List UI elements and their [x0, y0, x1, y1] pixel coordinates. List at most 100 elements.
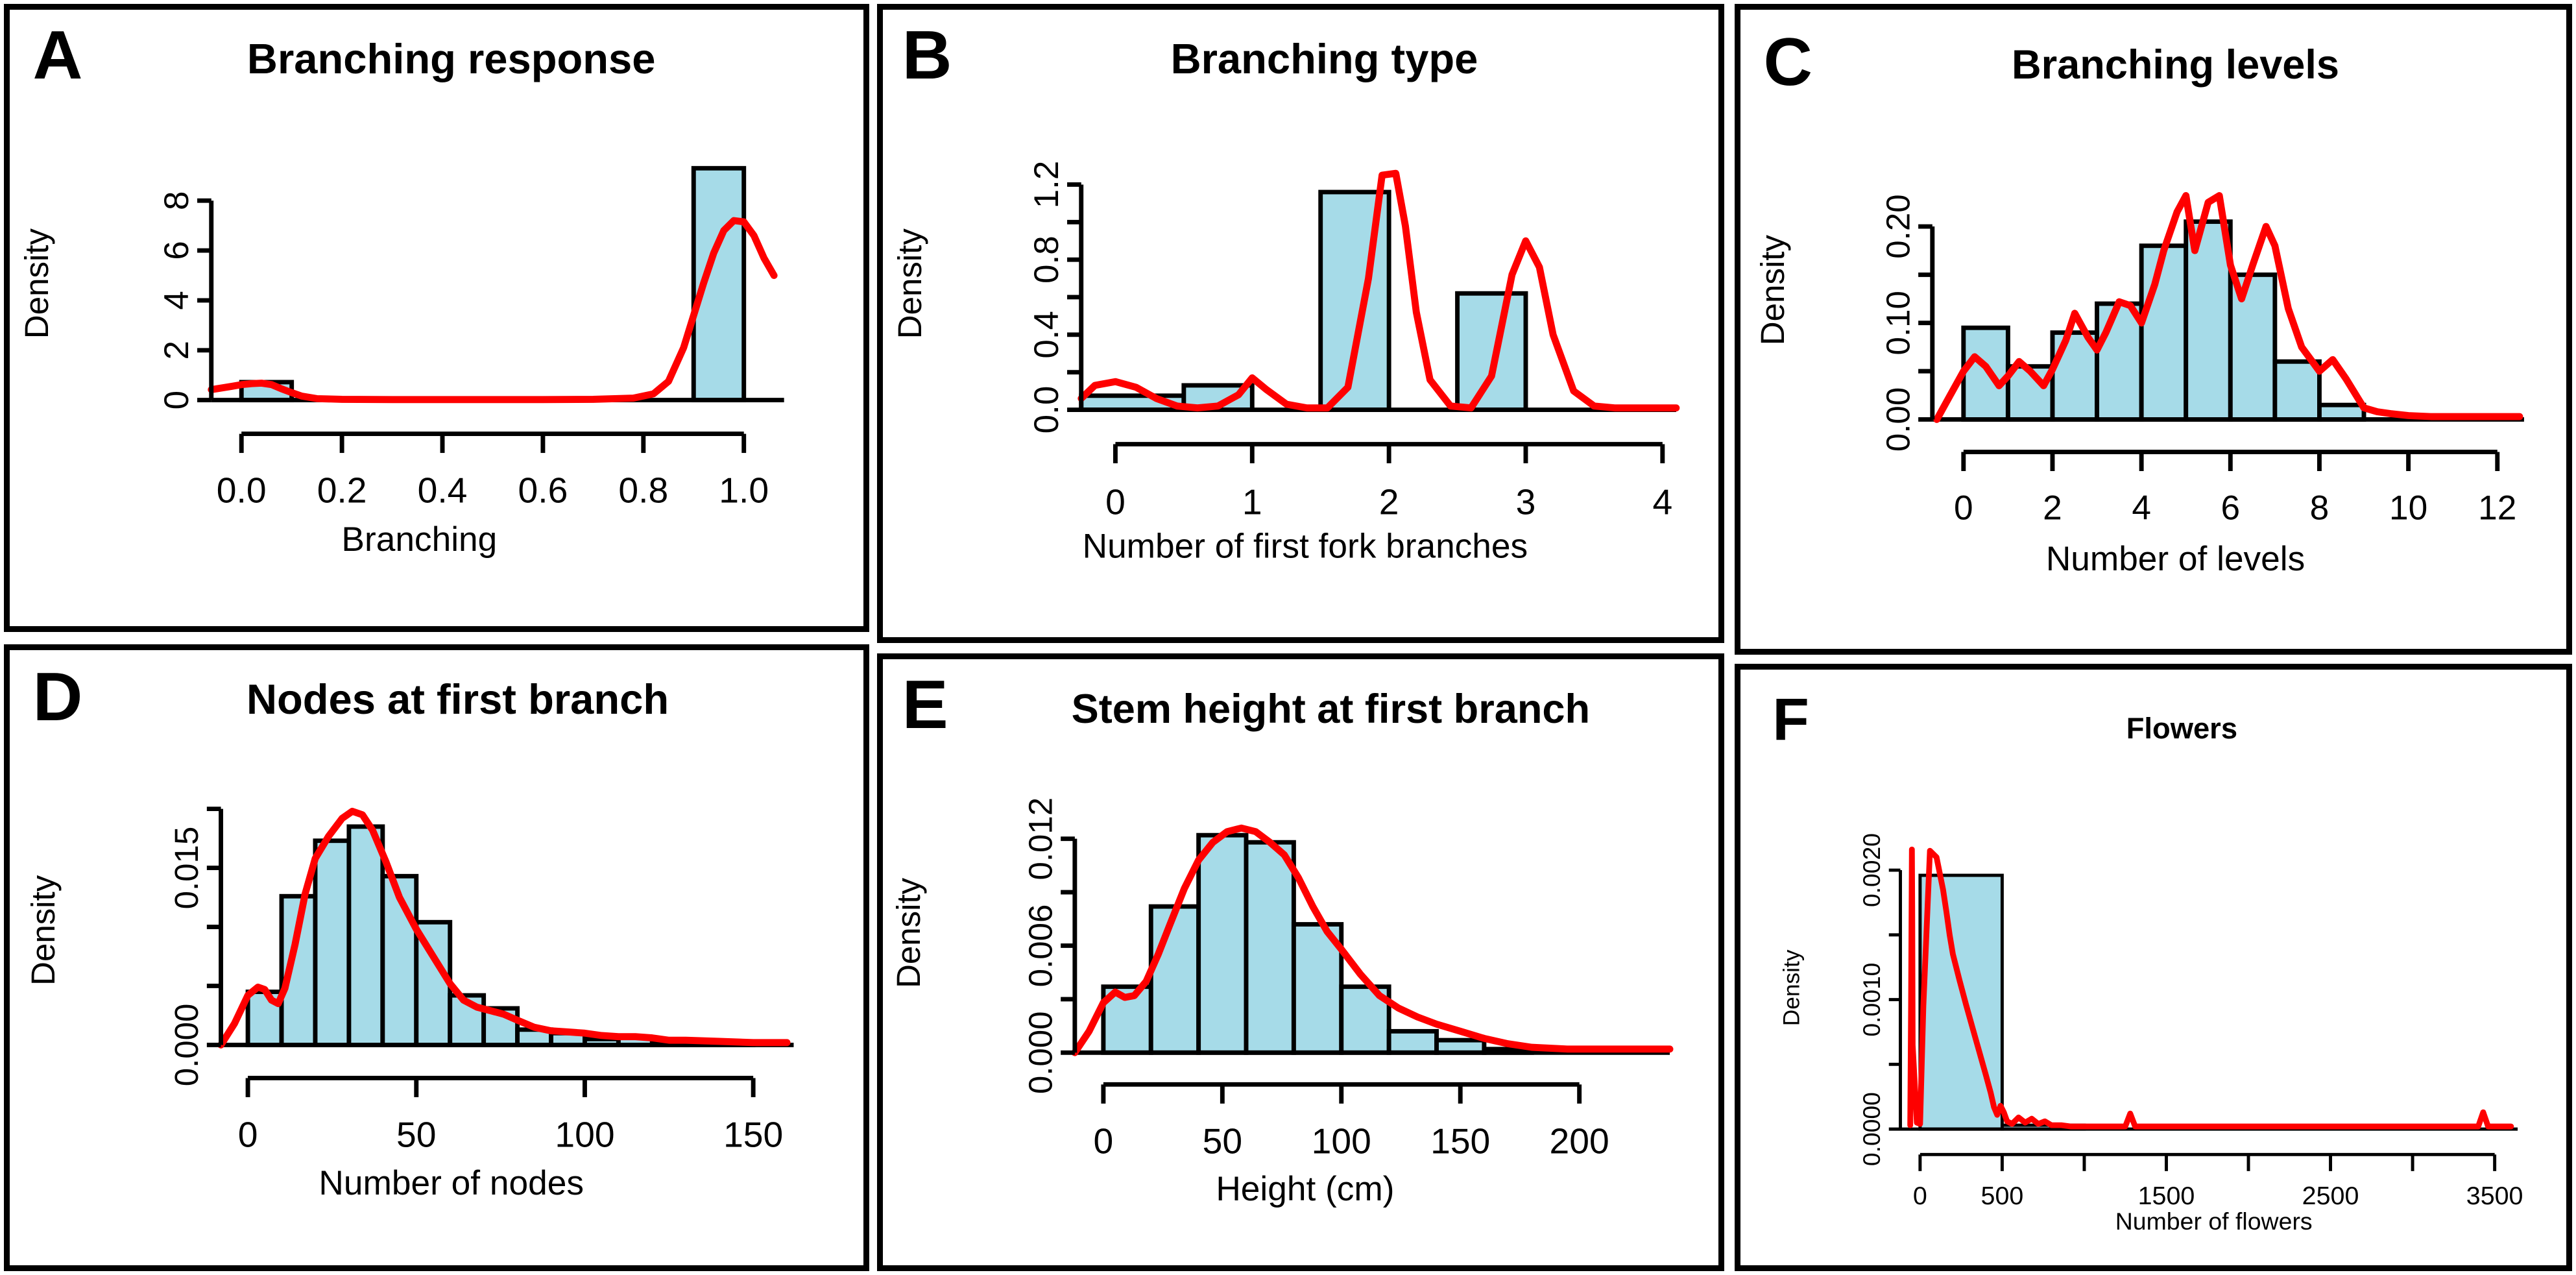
x-axis-tick-label: 0 [238, 1115, 258, 1155]
x-axis-tick-label: 0.4 [418, 470, 468, 511]
x-axis-tick-label: 1 [1242, 482, 1262, 522]
y-axis-tick-label: 0.8 [1028, 236, 1066, 284]
density-curve [1071, 824, 1674, 1056]
x-axis-tick-label: 1500 [2138, 1182, 2195, 1210]
panel-c-ylabel: Density [1754, 235, 1791, 346]
histogram-bar [1386, 1028, 1439, 1055]
panel-e-title: Stem height at first branch [1072, 686, 1590, 732]
x-axis-tick-label: 8 [2310, 489, 2329, 528]
panel-f-letter: F [1772, 685, 1809, 753]
panel-e: E Stem height at first branch Density He… [877, 653, 1724, 1271]
x-axis-tick-label: 150 [1430, 1121, 1490, 1161]
y-axis-tick-label: 0.20 [1879, 194, 1916, 258]
x-axis-tick-label: 0.0 [217, 470, 267, 511]
density-curve [1907, 846, 2514, 1130]
y-axis-tick-label: 0.000 [1022, 1011, 1059, 1094]
x-axis-tick-label: 2 [1379, 482, 1399, 522]
panel-a-chart: A Branching response Density Branching 0… [18, 16, 784, 559]
x-axis-tick-label: 0.2 [317, 470, 367, 511]
histogram-bar [2272, 359, 2322, 422]
x-axis-tick-label: 150 [723, 1115, 783, 1155]
panel-b-letter: B [902, 16, 952, 93]
panel-d-xlabel: Number of nodes [319, 1164, 584, 1202]
histogram-bar [2095, 301, 2144, 422]
panel-a-xlabel: Branching [341, 520, 497, 559]
y-axis-tick-label: 0 [158, 391, 196, 409]
x-axis-tick-label: 100 [1312, 1121, 1371, 1161]
x-axis-tick-label: 2500 [2302, 1182, 2359, 1210]
x-axis-tick-label: 50 [1203, 1121, 1242, 1161]
panel-b-ylabel: Density [891, 228, 928, 339]
x-axis-tick-label: 1.0 [719, 470, 769, 511]
panel-b-xlabel: Number of first fork branches [1083, 527, 1528, 565]
panel-c-chart: C Branching levels Density Number of lev… [1754, 25, 2524, 578]
y-axis-tick-label: 6 [158, 241, 196, 260]
histogram-bar [346, 824, 385, 1047]
panel-a-plot-area: 0 2 4 6 8 0.0 0.2 0.4 0.6 0.8 1.0 [158, 165, 784, 511]
panel-d: D Nodes at first branch Density Number o… [4, 644, 869, 1271]
x-axis-tick-label: 2 [2043, 489, 2062, 528]
y-axis-tick-label: 0.012 [1022, 797, 1059, 880]
y-axis-tick-label: 0.0000 [1858, 1092, 1885, 1166]
histogram-bar [313, 838, 352, 1047]
y-axis-tick-label: 8 [158, 191, 196, 210]
panel-e-letter: E [902, 666, 948, 743]
histogram-bar [1196, 832, 1249, 1055]
panel-c-letter: C [1763, 25, 1812, 100]
panel-f: F Flowers Density Number of flowers 0.00… [1735, 664, 2572, 1271]
panel-b-chart: B Branching type Density Number of first… [891, 16, 1680, 565]
panel-f-xlabel: Number of flowers [2115, 1208, 2313, 1235]
x-axis-tick-label: 4 [2132, 489, 2151, 528]
panel-f-title: Flowers [2126, 712, 2237, 745]
x-axis-tick-label: 0 [1913, 1182, 1927, 1210]
x-axis-tick-label: 6 [2221, 489, 2240, 528]
x-axis-tick-label: 0 [1954, 489, 1973, 528]
y-axis-tick-label: 0.0020 [1858, 833, 1885, 907]
panel-a-letter: A [33, 16, 83, 93]
panel-b: B Branching type Density Number of first… [877, 4, 1724, 643]
panel-e-xlabel: Height (cm) [1216, 1170, 1394, 1208]
y-axis-tick-label: 1.2 [1028, 161, 1066, 209]
x-axis-tick-label: 4 [1652, 482, 1672, 522]
density-curve [1933, 192, 2523, 423]
x-axis-tick-label: 12 [2478, 489, 2516, 528]
x-axis-tick-label: 0 [1105, 482, 1125, 522]
y-axis-tick-label: 0.015 [168, 827, 205, 910]
x-axis-tick-label: 200 [1550, 1121, 1609, 1161]
y-axis-tick-label: 0.4 [1028, 311, 1066, 359]
x-axis-tick-label: 3 [1516, 482, 1536, 522]
x-axis-tick-label: 0 [1094, 1121, 1114, 1161]
x-axis-tick-label: 3500 [2466, 1182, 2523, 1210]
x-axis-tick-label: 0.8 [618, 470, 668, 511]
y-axis-tick-label: 0.10 [1879, 291, 1916, 355]
panel-b-title: Branching type [1171, 35, 1478, 82]
x-axis-tick-label: 500 [1981, 1182, 2024, 1210]
y-axis-tick-label: 0.0 [1028, 386, 1066, 434]
histogram-bar [1455, 291, 1528, 412]
panel-a: A Branching response Density Branching 0… [4, 4, 869, 632]
histogram-bar [1148, 904, 1201, 1055]
density-curve [217, 807, 791, 1049]
x-axis-tick-label: 10 [2389, 489, 2427, 528]
panel-c-title: Branching levels [2012, 42, 2339, 88]
density-curve [208, 217, 778, 404]
histogram-bar [2139, 243, 2189, 422]
panel-a-ylabel: Density [18, 228, 55, 339]
panel-f-ylabel: Density [1779, 949, 1805, 1026]
y-axis-tick-label: 2 [158, 341, 196, 359]
histogram-bar [2228, 272, 2278, 422]
x-axis-tick-label: 0.6 [518, 470, 568, 511]
panel-d-ylabel: Density [25, 875, 62, 986]
panel-e-ylabel: Density [890, 877, 927, 988]
y-axis-tick-label: 0.000 [168, 1004, 205, 1087]
y-axis-tick-label: 0.00 [1879, 387, 1916, 452]
panel-c-plot-area: 0.00 0.10 0.20 0 2 4 6 8 10 12 [1879, 192, 2524, 528]
panel-d-letter: D [33, 658, 83, 735]
histogram-bar [1244, 840, 1296, 1055]
panel-d-title: Nodes at first branch [247, 675, 669, 723]
y-axis-tick-label: 4 [158, 291, 196, 310]
density-curve [1077, 169, 1680, 412]
panel-f-chart: F Flowers Density Number of flowers 0.00… [1772, 685, 2523, 1235]
